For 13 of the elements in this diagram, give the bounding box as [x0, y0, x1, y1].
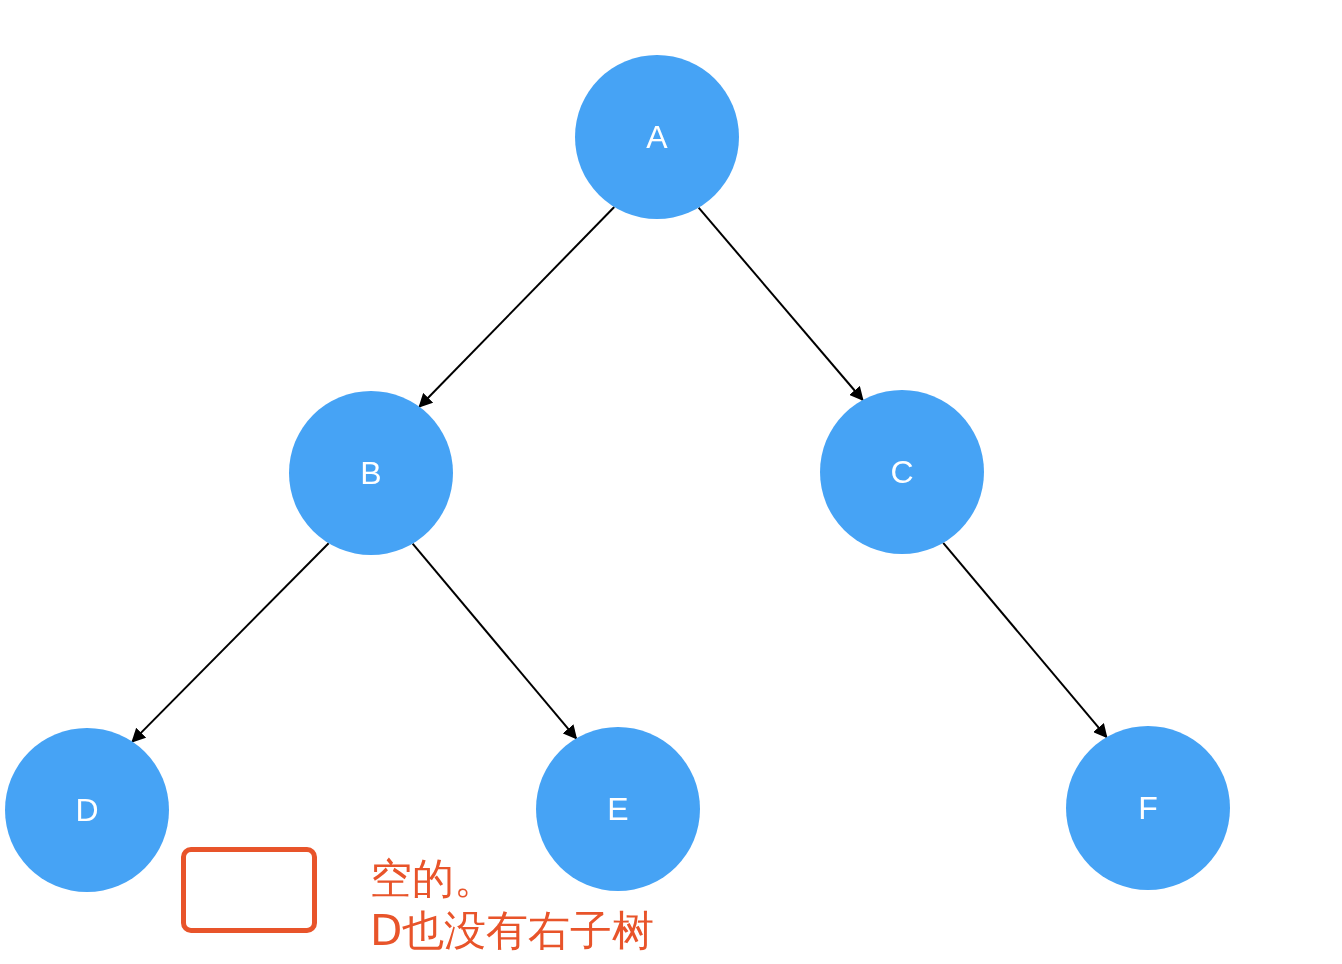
arrow: [942, 541, 1108, 739]
node-label: A: [646, 121, 668, 153]
annotation-text: D也没有右子树: [370, 910, 655, 952]
arrow: [697, 206, 864, 402]
node-label: B: [360, 457, 382, 489]
arrow: [411, 542, 578, 740]
annotation-text: 空的。: [370, 858, 496, 900]
node-label: E: [607, 793, 629, 825]
arrow: [418, 205, 616, 408]
arrow: [131, 542, 330, 743]
node-label: D: [75, 794, 99, 826]
node-label: C: [890, 456, 914, 488]
node-label: F: [1138, 792, 1158, 824]
